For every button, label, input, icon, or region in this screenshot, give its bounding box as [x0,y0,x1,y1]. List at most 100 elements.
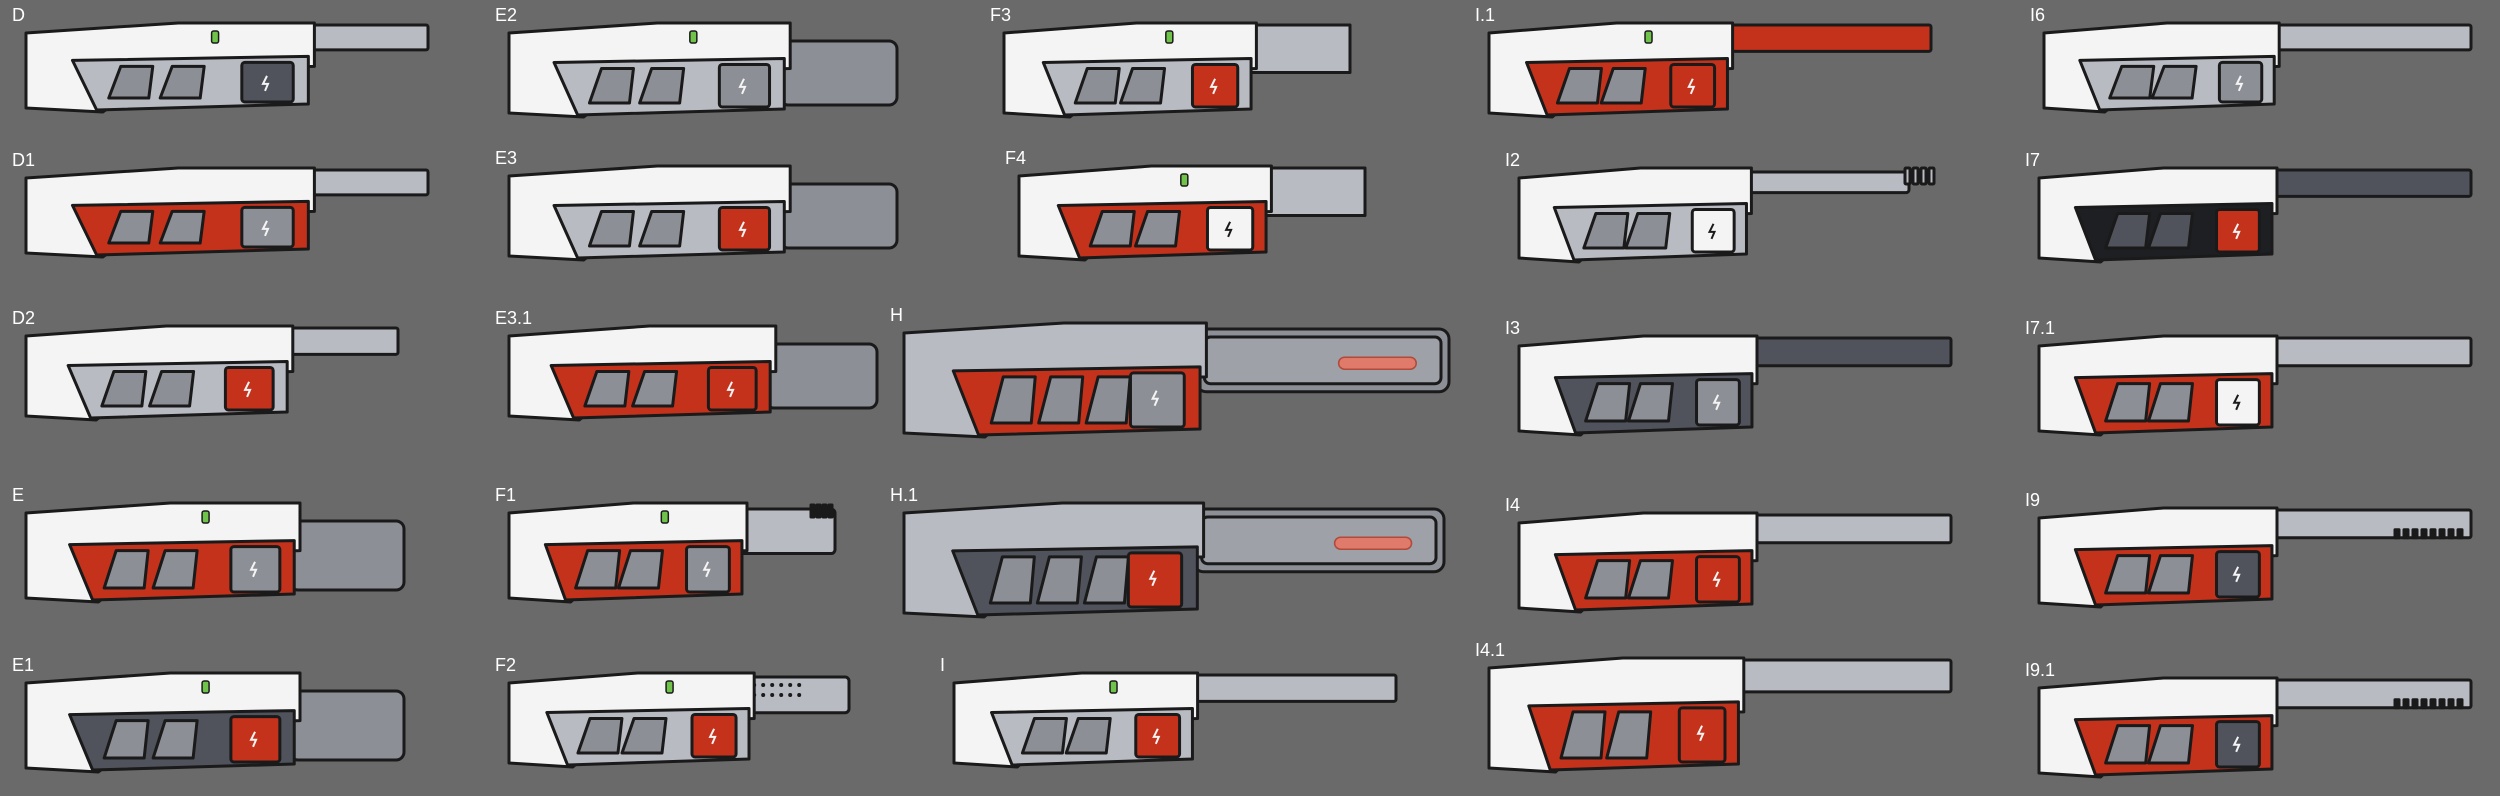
variant-label: E [12,485,25,505]
rack-tooth [2438,528,2446,540]
muzzle-tooth [1927,166,1936,186]
grip-cutout [158,209,206,245]
blaster-drawing [1487,21,1933,119]
grip-cutout [100,369,148,408]
variant-i4: I4 [1505,495,1955,620]
blaster-drawing [1517,334,1953,437]
grip-cutout [2104,554,2152,595]
vent-hole [770,683,775,687]
grip-cutout [631,369,679,408]
grip-cutout [1084,375,1132,425]
blaster-drawing [2037,334,2473,437]
blaster-drawing [2037,676,2473,779]
rail-slot [821,503,828,519]
variant-label: I9.1 [2025,660,2056,680]
barrel [1186,673,1398,703]
grip-cutout [587,209,635,248]
grip-cutout [107,64,155,100]
barrel [1745,513,1953,545]
variant-d: D [12,5,432,120]
variant-label: F2 [495,655,517,675]
grip-cutout [1599,66,1647,105]
grip-cutout [1584,559,1632,600]
front-housing [778,39,899,107]
variant-h: H [890,305,1455,445]
barrel [1721,23,1933,53]
status-light [1180,173,1189,187]
variant-label: I9 [2025,490,2041,510]
grip-cutout [1020,716,1068,755]
rack-tooth [2456,698,2464,710]
barrel [2265,336,2473,368]
variant-label: I [940,655,946,675]
variant-i: I [940,655,1400,775]
front-housing [288,519,406,592]
front-housing [764,342,879,410]
grip-cutout [1073,66,1121,105]
power-cell-housing [690,712,738,759]
grip-cutout [1082,555,1130,605]
rack-tooth [2456,528,2464,540]
variant-d2: D2 [12,308,402,428]
variant-i9: I9 [2025,490,2475,615]
grip-cutout [1035,555,1083,605]
vent-hole [797,683,802,687]
grip-cutout [1584,382,1632,423]
lightning-bolt-icon [243,381,252,398]
lightning-bolt-icon [726,381,735,398]
blaster-drawing [507,501,837,604]
blaster-drawing [2042,21,2473,114]
variant-label: I3 [1505,318,1521,338]
variant-i-1: I.1 [1475,5,1935,125]
grip-cutout [2104,382,2152,423]
lightning-bolt-icon [1224,221,1233,238]
lightning-bolt-icon [2232,223,2241,240]
lightning-bolt-icon [261,75,270,92]
variant-label: I2 [1505,150,1521,170]
lightning-bolt-icon [249,561,258,578]
variant-e2: E2 [495,5,905,125]
grip-cutout [2146,382,2194,423]
grip-cutout [989,375,1037,425]
variant-e1: E1 [12,655,412,780]
vent-hole [788,683,793,687]
lightning-bolt-icon [2232,394,2241,411]
grip-cutout [1088,209,1136,248]
vent-hole [779,693,784,697]
variant-label: F4 [1005,148,1027,168]
status-light [665,680,674,694]
vent-hole [779,683,784,687]
grip-cutout [102,719,150,760]
power-cell-housing [1134,712,1182,759]
muzzle [1259,166,1367,217]
status-light [201,510,210,524]
variant-e3: E3 [495,148,905,268]
power-cell-housing [717,205,772,252]
blaster-drawing [24,671,406,774]
lightning-bolt-icon [261,220,270,237]
grip-cutout [620,716,668,755]
variant-label: F3 [990,5,1012,25]
power-cell-housing [1205,205,1255,252]
grip-cutout [1626,559,1674,600]
status-light [1109,680,1118,694]
grip-cutout [576,716,624,755]
grip-cutout [988,555,1036,605]
vent-hole [788,693,793,697]
variant-label: E3.1 [495,308,533,328]
rack-tooth [2429,698,2437,710]
lightning-bolt-icon [249,731,258,748]
grip-cutout [638,209,686,248]
grip-cutout [1626,382,1674,423]
power-cell-housing [240,205,295,249]
blaster-drawing [1002,21,1352,119]
grip-cutout [1559,710,1607,760]
rack-tooth [2402,528,2410,540]
variant-label: I.1 [1475,5,1496,25]
lightning-bolt-icon [1209,78,1218,95]
variant-f1: F1 [495,485,845,610]
rail-slot [815,503,822,519]
grip-cutout [1605,710,1653,760]
muzzle-tooth [1919,166,1928,186]
